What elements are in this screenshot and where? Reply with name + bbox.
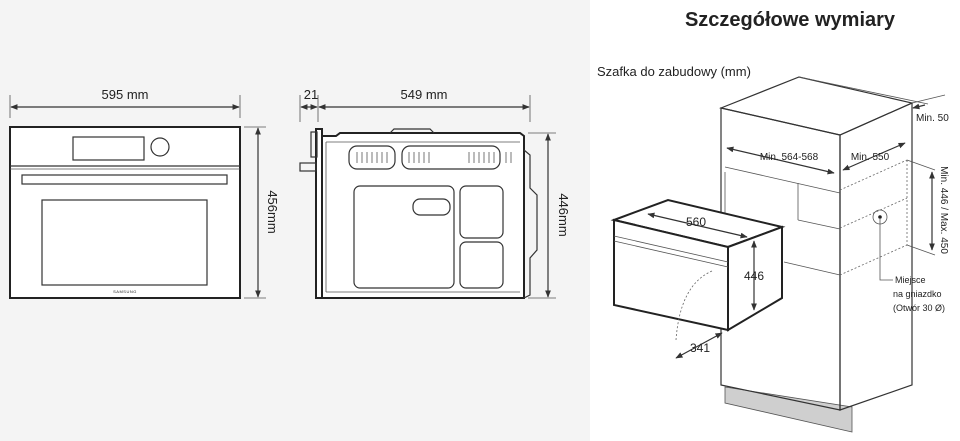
cabinet-heading: Szafka do zabudowy (mm) — [597, 64, 751, 79]
oven-front — [9, 126, 241, 299]
side-height-label: 446mm — [556, 193, 571, 236]
brand-logo: SAMSUNG — [113, 289, 137, 294]
display-panel — [72, 136, 145, 161]
vent-right — [401, 145, 501, 170]
niche-width-label: Min. 564-568 — [760, 152, 819, 163]
min-top-gap-label: Min. 50 — [916, 113, 949, 124]
plinth — [724, 386, 853, 433]
handle-profile — [299, 162, 317, 172]
side-view: 21 549 mm 446mm — [299, 87, 571, 299]
control-knob-icon — [150, 137, 170, 157]
door-depth-label: 21 — [304, 87, 318, 102]
cabinet-diagram: Min. 446 / Max. 450 Min. 564-568 Min. 55… — [610, 76, 949, 433]
oven-height-label: 446 — [744, 269, 764, 283]
front-height-label: 456mm — [265, 190, 280, 233]
socket-note: Miejsce na gniazdko (Otwór 30 Ø) — [893, 275, 945, 313]
door-window — [41, 199, 208, 286]
vent-left — [348, 145, 396, 170]
front-width-label: 595 mm — [102, 87, 149, 102]
door-handle — [21, 174, 228, 185]
niche-depth-label: Min. 550 — [851, 152, 890, 163]
oven-width-label: 560 — [686, 215, 706, 229]
side-depth-label: 549 mm — [401, 87, 448, 102]
page-title: Szczegółowe wymiary — [685, 9, 896, 31]
door-opening-label: 341 — [690, 341, 710, 355]
niche-height-label: Min. 446 / Max. 450 — [938, 166, 949, 254]
front-view: 595 mm SAMSUNG 456mm — [9, 87, 280, 299]
